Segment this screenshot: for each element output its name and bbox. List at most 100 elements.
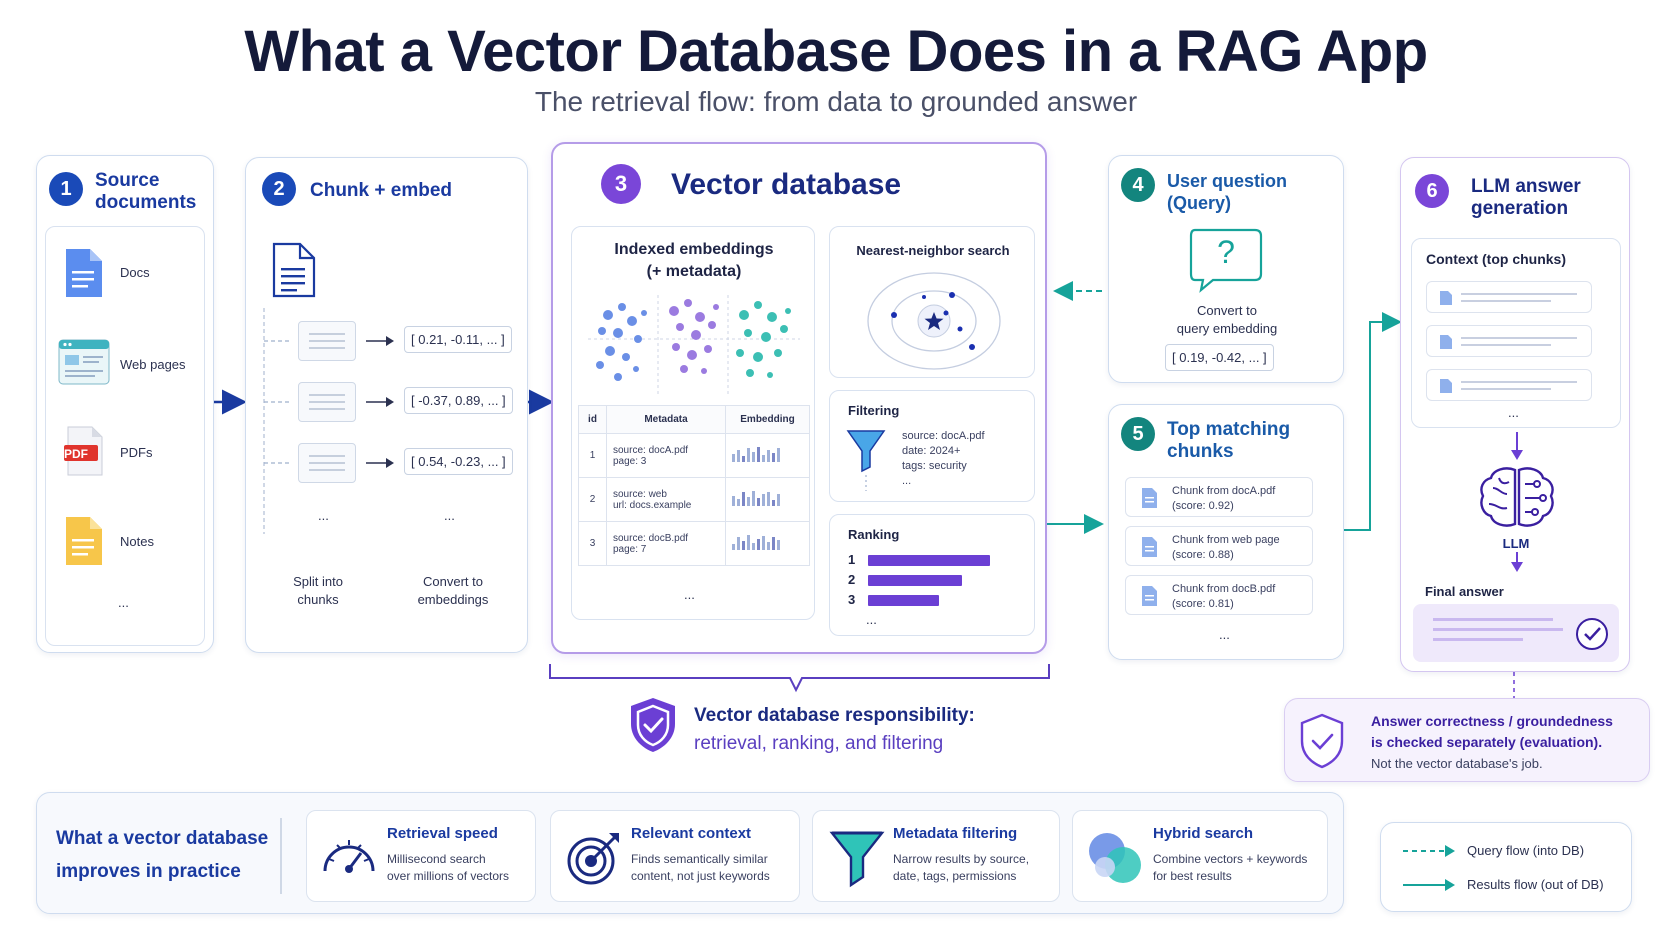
nearest-neighbor-graphic (867, 272, 1001, 370)
filter-criteria: source: docA.pdf date: 2024+ tags: secur… (902, 429, 985, 489)
ranking-rank-label: 1 (848, 552, 856, 567)
step6-title-line1: LLM answer (1471, 176, 1581, 197)
evaluation-text: Answer correctness / groundedness is che… (1371, 711, 1613, 774)
page-subtitle: The retrieval flow: from data to grounde… (534, 86, 1138, 117)
table-header-id: id (578, 405, 607, 434)
pdf-badge: PDF (64, 447, 88, 461)
shield-icon (631, 698, 675, 752)
step6-title-line2: generation (1471, 198, 1569, 219)
step2-title: Chunk + embed (310, 180, 452, 201)
more-chunks: ... (318, 508, 329, 523)
indexed-title: Indexed embeddings (+ metadata) (572, 239, 816, 283)
card-desc-line2: for best results (1153, 869, 1232, 883)
step-number-badge: 4 (1121, 168, 1155, 202)
card-desc-line1: Finds semantically similar (631, 852, 768, 866)
match-item: Chunk from web page(score: 0.88) (1125, 526, 1313, 566)
step1-title: Source documents (95, 170, 196, 214)
context-chunk-row (1426, 369, 1592, 401)
query-embedding-vector: [ 0.19, -0.42, ... ] (1165, 344, 1274, 371)
row-id: 3 (578, 521, 607, 566)
filter-line: source: docA.pdf (902, 430, 985, 442)
evaluation-line1: Answer correctness / groundedness (1371, 713, 1613, 729)
doc-icon (1440, 379, 1452, 393)
responsibility-brace (549, 664, 1050, 693)
filter-line: ... (902, 475, 912, 487)
source-item-label: Web pages (120, 357, 186, 372)
match-text: Chunk from docA.pdf (score: 0.92) (1172, 484, 1275, 514)
match-line1: Chunk from docB.pdf (1172, 583, 1276, 595)
step4-user-question-panel: 4 User question (Query) ? Convert to que… (1108, 155, 1344, 383)
more-matches: ... (1219, 627, 1230, 642)
split-caption-line1: Split into (293, 574, 343, 589)
convert-caption-line2: embeddings (417, 592, 489, 607)
context-chunk-row (1426, 281, 1592, 313)
source-item-label: Docs (120, 265, 150, 280)
step1-title-line1: Source (95, 170, 160, 191)
filtering-box: Filtering source: docA.pdf date: 2024+ t… (829, 390, 1035, 502)
hybrid-circles-icon (1089, 833, 1141, 883)
split-caption: Split into chunks (278, 573, 358, 609)
filter-line: tags: security (902, 460, 967, 472)
question-mark: ? (1217, 234, 1235, 270)
doc-icon (1142, 488, 1157, 508)
legend-swatches (1403, 845, 1455, 891)
step-number-badge: 5 (1121, 417, 1155, 451)
row-metadata-line2: page: 3 (613, 455, 647, 467)
improvements-intro-line2: improves in practice (56, 861, 241, 882)
pdf-icon (64, 426, 103, 476)
embedding-vector: [ -0.37, 0.89, ... ] (404, 387, 513, 414)
ranking-rank-label: 2 (848, 572, 856, 587)
chunk-block (298, 382, 356, 422)
match-item: Chunk from docB.pdf (score: 0.81) (1125, 575, 1313, 615)
split-caption-line2: chunks (297, 592, 339, 607)
convert-caption-line1: Convert to (423, 574, 483, 589)
match-line1: Chunk from docA.pdf (1172, 485, 1276, 497)
filter-line: date: 2024+ (902, 445, 961, 457)
step5-title-line1: Top matching (1167, 419, 1291, 440)
metadata-table: id Metadata Embedding 1 source: docA.pdf… (578, 405, 810, 566)
legend: Query flow (into DB) Results flow (out o… (1380, 822, 1632, 912)
doc-icon (1440, 335, 1452, 349)
ranking-rank-label: 3 (848, 592, 856, 607)
doc-icon (1440, 291, 1452, 305)
step5-top-matching-panel: 5 Top matching chunks Chunk from docA.pd… (1108, 404, 1344, 660)
embedding-clusters-graphic (588, 295, 800, 395)
responsibility-text: Vector database responsibility: retrieva… (694, 702, 975, 758)
query-caption-line1: Convert to (1197, 303, 1257, 318)
evaluation-line2: is checked separately (evaluation). (1371, 734, 1603, 750)
row-metadata-line2: page: 7 (613, 543, 647, 555)
row-metadata-line1: source: docB.pdf (613, 532, 689, 544)
doc-icon (1142, 537, 1157, 557)
card-desc-line1: Millisecond search (387, 852, 486, 866)
card-desc-line1: Combine vectors + keywords (1153, 852, 1308, 866)
filter-funnel-icon (846, 430, 886, 491)
step4-title-line2: (Query) (1167, 193, 1232, 213)
web-page-icon (58, 339, 110, 385)
shield-check-icon (1300, 713, 1344, 769)
evaluation-note: Answer correctness / groundedness is che… (1284, 698, 1650, 782)
row-metadata-line1: source: web (613, 488, 667, 500)
step1-title-line2: documents (95, 192, 197, 213)
embedding-vector: [ 0.21, -0.11, ... ] (404, 326, 512, 353)
match-score: (score: 0.92) (1172, 500, 1234, 512)
indexed-title-line2: (+ metadata) (646, 263, 742, 280)
step1-source-documents-panel: 1 Source documents Docs Web pages PDF PD… (36, 155, 214, 653)
indexed-title-line1: Indexed embeddings (614, 241, 774, 258)
table-header-row: id Metadata Embedding (578, 405, 810, 434)
query-embed-caption: Convert to query embedding (1109, 302, 1345, 338)
speedometer-icon (323, 840, 375, 873)
table-more: ... (684, 587, 695, 602)
step-number-badge: 2 (262, 172, 296, 206)
card-desc-line2: date, tags, permissions (893, 869, 1017, 883)
embedding-vector: [ 0.54, -0.23, ... ] (404, 448, 513, 475)
evaluation-line3: Not the vector database's job. (1371, 756, 1543, 771)
step2-chunk-embed-panel: 2 Chunk + embed [ 0.21, -0.11, ... ] [ -… (245, 157, 528, 653)
match-score: (score: 0.81) (1172, 598, 1234, 610)
